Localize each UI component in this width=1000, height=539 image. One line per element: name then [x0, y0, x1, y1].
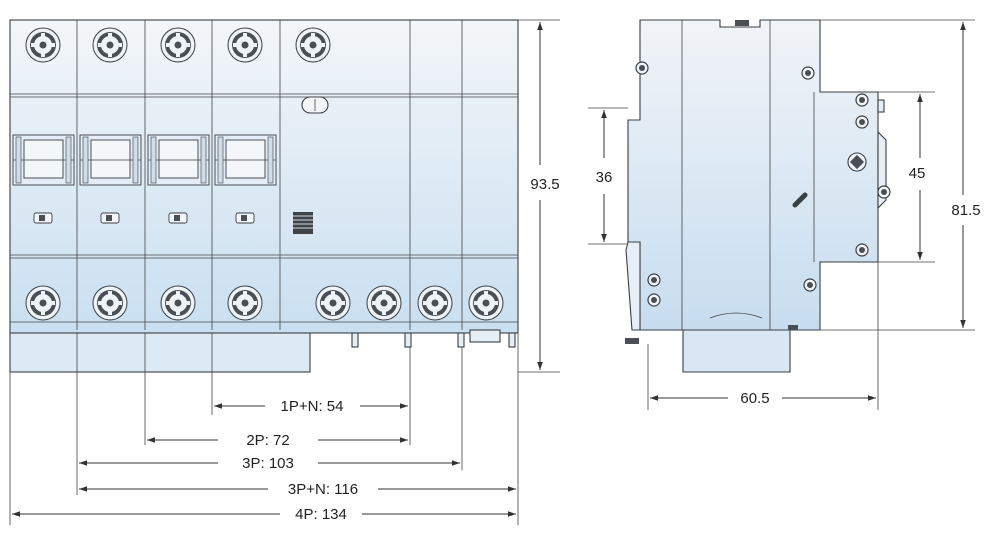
front-base-block: [9, 329, 311, 373]
front-view: [9, 19, 519, 373]
side-body: [627, 19, 879, 331]
dim-label-4p: 4P: 134: [295, 506, 347, 523]
mounting-hole: [877, 185, 891, 199]
bottom-terminal-screw: [417, 285, 453, 321]
pole-module: [12, 134, 75, 224]
bottom-terminal-screw: [25, 285, 61, 321]
bottom-terminal-screw: [468, 285, 504, 321]
dim-label-rail-height: 36: [596, 169, 613, 186]
pole-module: [79, 134, 142, 224]
side-view: [625, 19, 891, 373]
bottom-terminal-screw: [315, 285, 351, 321]
mounting-hole: [801, 66, 815, 80]
dim-label-total-height: 81.5: [951, 202, 980, 219]
side-dimensions: 36 45 81.5 60.5: [588, 19, 981, 410]
top-terminal-screw: [25, 27, 61, 63]
front-dimensions: 93.5 1P+N: 54 2P: 72 3P: 103 3P+N: 116 4…: [9, 19, 560, 525]
mounting-hole: [803, 278, 817, 292]
top-terminal-screw: [92, 27, 128, 63]
mounting-hole: [855, 93, 869, 107]
bottom-terminal-screw: [160, 285, 196, 321]
dim-label-3p-n: 3P+N: 116: [288, 481, 358, 498]
mounting-hole: [855, 243, 869, 257]
bottom-terminal-screw: [227, 285, 263, 321]
top-terminal-screw: [227, 27, 263, 63]
mounting-hole: [855, 115, 869, 129]
mounting-hole: [647, 293, 661, 307]
dim-label-front-height: 45: [909, 165, 926, 182]
dim-label-height-front: 93.5: [530, 176, 559, 193]
mounting-hole: [635, 61, 649, 75]
bottom-terminal-screw: [366, 285, 402, 321]
dim-label-3p: 3P: 103: [242, 455, 294, 472]
mounting-hole: [647, 273, 661, 287]
dim-label-2p: 2P: 72: [246, 432, 289, 449]
vent-grille: [293, 212, 313, 234]
top-terminal-screw: [295, 27, 331, 63]
dim-label-1p-n: 1P+N: 54: [281, 398, 344, 415]
pole-module: [147, 134, 210, 224]
top-terminal-screw: [160, 27, 196, 63]
pivot-screw: [847, 152, 867, 172]
pole-module: [214, 134, 277, 224]
dim-label-depth: 60.5: [740, 390, 769, 407]
bottom-terminal-screw: [92, 285, 128, 321]
